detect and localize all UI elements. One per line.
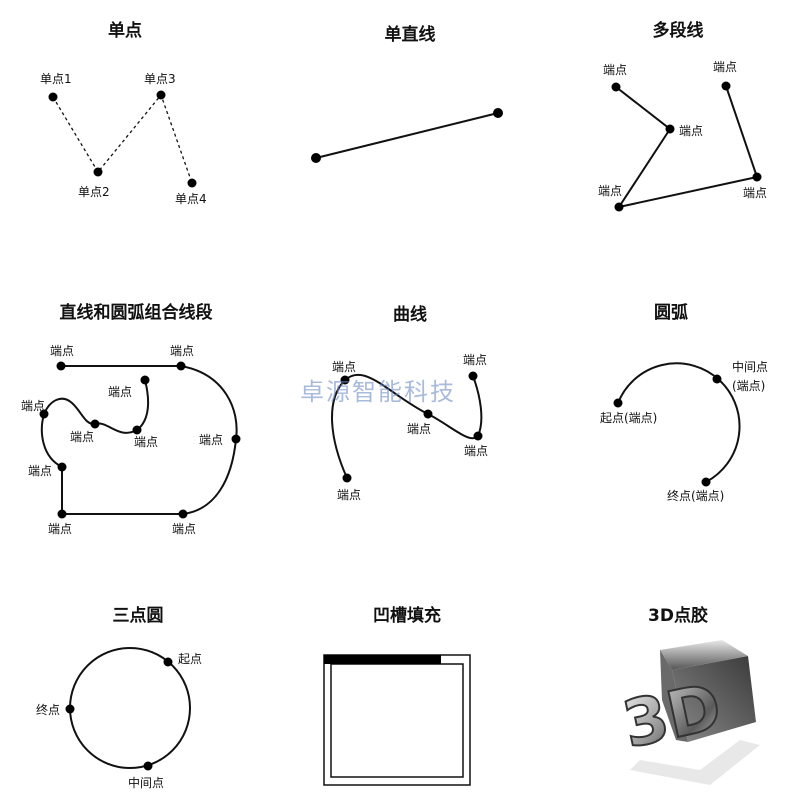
combo-label-8: 端点 bbox=[70, 430, 94, 444]
circle-label-middle: 中间点 bbox=[128, 775, 164, 790]
groove-inner-frame bbox=[331, 664, 463, 777]
label-point-2: 单点2 bbox=[78, 185, 110, 199]
circle-label-end: 终点 bbox=[36, 702, 60, 717]
combo-point-2 bbox=[177, 362, 186, 371]
dashed-path bbox=[53, 95, 192, 183]
combo-point-9 bbox=[133, 426, 142, 435]
arc-start-point bbox=[614, 399, 623, 408]
arc-label-middle-1: 中间点 bbox=[732, 359, 768, 374]
combo-label-6: 端点 bbox=[28, 464, 52, 478]
arc-label-end: 终点(端点) bbox=[667, 488, 724, 503]
combo-label-2: 端点 bbox=[170, 344, 194, 358]
straight-line bbox=[316, 113, 498, 158]
combo-point-10 bbox=[141, 376, 150, 385]
combo-point-3 bbox=[232, 435, 241, 444]
combo-label-9: 端点 bbox=[134, 435, 158, 449]
3d-graphic-text: 3D bbox=[617, 670, 728, 763]
polyline-label-b: 端点 bbox=[679, 124, 703, 138]
polyline-point-b bbox=[666, 125, 675, 134]
polyline-label-d: 端点 bbox=[743, 186, 767, 200]
line-start-point bbox=[311, 153, 321, 163]
polyline-label-c: 端点 bbox=[598, 184, 622, 198]
combo-label-3: 端点 bbox=[199, 433, 223, 447]
groove-fill-bar bbox=[324, 655, 441, 664]
circle-shape bbox=[70, 648, 190, 768]
combo-label-10: 端点 bbox=[108, 385, 132, 399]
combo-point-4 bbox=[179, 510, 188, 519]
arc-label-middle-2: (端点) bbox=[732, 379, 765, 393]
polyline-label-e: 端点 bbox=[713, 60, 737, 74]
arc-end-point bbox=[702, 478, 711, 487]
curve-point-4 bbox=[474, 432, 483, 441]
point-2 bbox=[94, 168, 103, 177]
single-line-diagram bbox=[311, 108, 503, 163]
label-point-4: 单点4 bbox=[175, 192, 207, 206]
three-point-circle-diagram: 起点 终点 中间点 bbox=[36, 648, 202, 790]
groove-outer-frame bbox=[324, 655, 470, 785]
combo-point-6 bbox=[58, 463, 67, 472]
groove-fill-diagram bbox=[324, 655, 470, 785]
curve-label-1: 端点 bbox=[337, 488, 361, 502]
combo-label-5: 端点 bbox=[48, 522, 72, 536]
curve-point-3 bbox=[424, 410, 433, 419]
combo-label-7: 端点 bbox=[21, 399, 45, 413]
single-point-diagram: 单点1 单点2 单点3 单点4 bbox=[40, 72, 207, 206]
point-4 bbox=[188, 179, 197, 188]
label-point-1: 单点1 bbox=[40, 72, 72, 86]
watermark-text: 卓源智能科技 bbox=[300, 372, 456, 407]
combo-point-8 bbox=[91, 420, 100, 429]
arc-middle-point bbox=[713, 375, 722, 384]
circle-end-point bbox=[66, 705, 75, 714]
circle-start-point bbox=[164, 658, 173, 667]
combo-label-4: 端点 bbox=[172, 522, 196, 536]
point-1 bbox=[49, 93, 58, 102]
combo-point-5 bbox=[58, 510, 67, 519]
polyline-point-c bbox=[615, 203, 624, 212]
3d-graphic: 3D bbox=[617, 640, 760, 785]
curve-label-3: 端点 bbox=[407, 422, 431, 436]
circle-middle-point bbox=[144, 762, 153, 771]
combo-point-1 bbox=[57, 362, 66, 371]
curve-point-5 bbox=[469, 372, 478, 381]
polyline-label-a: 端点 bbox=[603, 63, 627, 77]
polyline-diagram: 端点 端点 端点 端点 端点 bbox=[598, 60, 767, 212]
arc-label-start: 起点(端点) bbox=[600, 411, 657, 425]
curve-label-4: 端点 bbox=[464, 444, 488, 458]
arc-diagram: 中间点 (端点) 起点(端点) 终点(端点) bbox=[600, 359, 768, 503]
point-3 bbox=[157, 91, 166, 100]
curve-point-1 bbox=[343, 474, 352, 483]
line-end-point bbox=[493, 108, 503, 118]
line-arc-combo-diagram: 端点 端点 端点 端点 端点 端点 端点 端点 端点 端点 bbox=[21, 344, 241, 536]
polyline-point-a bbox=[612, 83, 621, 92]
polyline-point-e bbox=[722, 82, 731, 91]
combo-label-1: 端点 bbox=[50, 344, 74, 358]
circle-label-start: 起点 bbox=[178, 652, 202, 666]
polyline-point-d bbox=[753, 173, 762, 182]
curve-label-5: 端点 bbox=[463, 353, 487, 367]
label-point-3: 单点3 bbox=[144, 72, 176, 86]
polyline-path bbox=[616, 86, 757, 207]
